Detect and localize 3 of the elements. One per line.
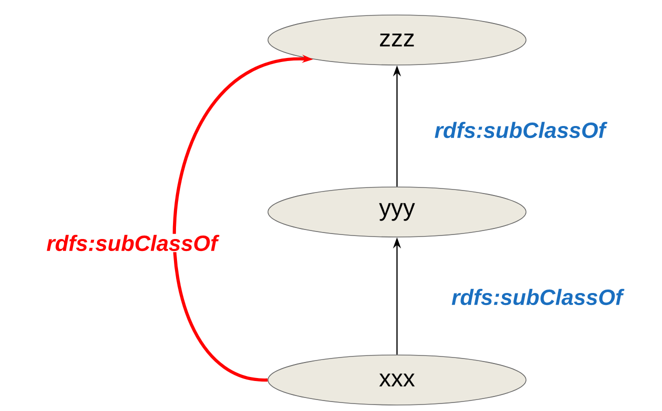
- edge-label: rdfs:subClassOf: [45, 234, 220, 252]
- edge-label: rdfs:subClassOf: [433, 120, 608, 140]
- edge-label: rdfs:subClassOf: [450, 288, 624, 306]
